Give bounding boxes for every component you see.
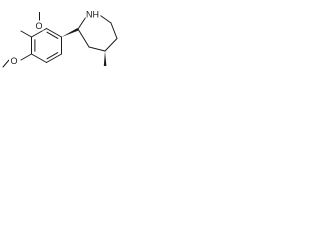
bond-bottom-oxygen-to-methyl [2,59,10,68]
benzene-bond-6 [31,28,47,38]
benzene-double-bond-1 [46,31,59,39]
bond-ring-to-bottom-oxygen [20,53,32,61]
ring-nitrogen-label: NH [86,10,99,20]
bonds [2,12,118,68]
piperidine-bond-n-c6 [98,14,112,24]
ring-nitrogen-knockout [85,8,101,20]
piperidine-bond-c5-c4 [104,38,118,52]
stereo-wedge-bond [61,28,79,37]
benzene-ring [31,28,62,63]
chemical-structure-diagram: O O NH [2,8,118,68]
atom-labels: O O NH [9,8,101,66]
benzene-double-bond-2 [46,52,59,60]
top-oxygen-label: O [36,21,43,31]
piperidine-bond-c6-c5 [110,22,118,39]
bottom-oxygen-knockout [9,55,19,66]
benzene-bond-3 [46,53,62,63]
piperidine-ring [77,14,118,52]
bond-ring-to-top-oxygen [20,30,32,38]
piperidine-bond-c4-c3 [88,46,106,52]
methyl-stereo-wedge [103,51,107,66]
piperidine-bond-c3-c2 [77,28,90,48]
benzene-bond-1 [46,28,62,38]
benzene-bond-4 [31,53,47,63]
bottom-oxygen-label: O [11,56,18,66]
top-oxygen-knockout [34,20,44,31]
piperidine-bond-c2-n [77,16,87,30]
